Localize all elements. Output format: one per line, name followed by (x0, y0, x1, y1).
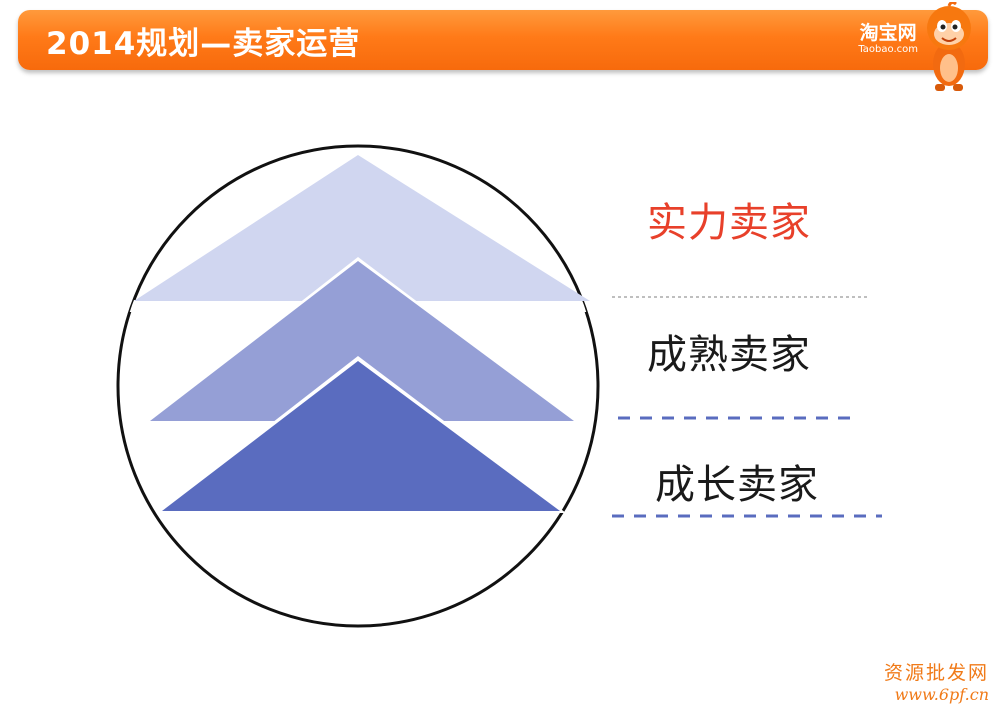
chevron-mid (150, 261, 574, 421)
header-bar: 2014规划—卖家运营 淘宝网 Taobao.com (18, 10, 988, 70)
watermark-name: 资源批发网 (883, 662, 989, 684)
page-title: 2014规划—卖家运营 (46, 26, 361, 62)
brand-logo: 淘宝网 Taobao.com (858, 22, 918, 56)
level-label-top: 实力卖家 (647, 200, 811, 246)
brand-domain: Taobao.com (858, 44, 918, 55)
brand-name: 淘宝网 (859, 22, 917, 44)
watermark: 资源批发网 www.6pf.cn (884, 661, 989, 705)
chevron-bottom (162, 361, 560, 511)
level-label-mid: 成熟卖家 (647, 332, 811, 378)
watermark-url: www.6pf.cn (894, 685, 989, 704)
level-label-bottom: 成长卖家 (655, 462, 819, 508)
mascot-icon (927, 2, 971, 91)
chevron-top (134, 155, 590, 301)
